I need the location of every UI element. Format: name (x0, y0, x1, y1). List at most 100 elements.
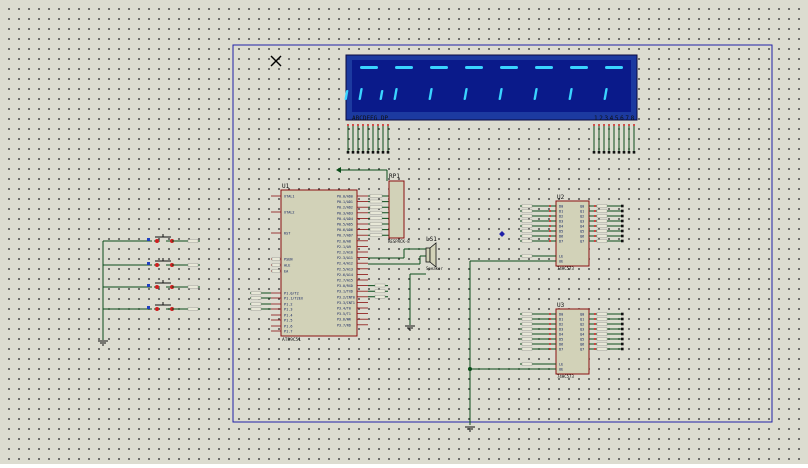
display-digit-segment (535, 66, 553, 69)
display-pin (608, 124, 610, 126)
latch-pin-label: D5 (559, 337, 563, 341)
latch-pin-dot (594, 240, 596, 242)
u1-pin-label: P3.3/INT1 (337, 301, 355, 305)
net-label-box (250, 296, 262, 300)
u1-pin-label: P3.5/T1 (337, 312, 351, 316)
display-pins (336, 124, 636, 181)
latch-pin-dot (594, 235, 596, 237)
u3-body (555, 308, 590, 375)
latch-output-terminal (621, 347, 624, 351)
resistor-pack-rp1[interactable]: RP1 RESPACK-8 (388, 173, 410, 244)
latch-u2[interactable]: U2 74HC573 (555, 194, 590, 271)
net-label-box (374, 283, 386, 288)
display-pin (377, 124, 379, 126)
latch-output-terminal (621, 239, 624, 243)
u1-pins: XTAL1XTAL2RSTPSENALEEAP1.0/T2P1.1/T2EXP1… (250, 194, 389, 334)
latch-pin-dot (594, 348, 596, 350)
display-pin-terminal (602, 151, 606, 154)
net-label-box (596, 209, 608, 213)
net-label-box (250, 302, 262, 306)
display-pin (382, 124, 384, 126)
latch-output-terminal (621, 317, 624, 321)
u3-ref: U3 (557, 302, 565, 309)
latch-u3[interactable]: U3 74HC573 (555, 302, 590, 379)
latch-pin-label: OE (559, 259, 563, 263)
latch-pin-dot (549, 215, 551, 217)
latch-pin-dot (594, 328, 596, 330)
latch-pin-label: Q3 (580, 219, 584, 223)
net-label-box (271, 257, 281, 261)
display-pin (593, 124, 595, 126)
net-label-box (250, 307, 262, 311)
seven-segment-display[interactable]: ABCDEFG DP 1 2 3 4 5 6 7 8 (344, 54, 638, 122)
net-label-box (369, 194, 383, 198)
latch-pin-dot (549, 338, 551, 340)
button-pin (155, 307, 159, 311)
display-digit-segment (395, 66, 413, 69)
latch-pin-label: D1 (559, 209, 563, 213)
net-label-box (521, 209, 533, 213)
u1-pin-label: P0.3/AD3 (337, 211, 353, 215)
display-digit-segment (463, 88, 468, 100)
display-label-right: 1 2 3 4 5 6 7 8 (594, 115, 635, 122)
u1-pin-label: P1.6 (284, 325, 292, 329)
rp1-ref: RP1 (389, 173, 400, 180)
display-pin-terminal (612, 151, 616, 154)
latch-pin-dot (549, 348, 551, 350)
latch-pin-label: Q3 (580, 327, 584, 331)
u1-pin-label: P1.4 (284, 314, 292, 318)
net-label-box (250, 291, 262, 295)
display-digit-segment (379, 90, 384, 100)
latch-pin-label: Q7 (580, 347, 584, 351)
u1-pin-label: P1.0/T2 (284, 292, 299, 296)
net-label-box (521, 362, 533, 366)
latch-output-terminal (621, 234, 624, 238)
latch-output-terminal (621, 224, 624, 228)
net-label-box (521, 254, 533, 258)
net-label-box (521, 224, 533, 228)
latch-pin-dot (549, 323, 551, 325)
display-digit-segment (360, 66, 378, 69)
u1-pin-label: P3.4/T0 (337, 307, 351, 311)
latch-output-terminal (621, 337, 624, 341)
net-label-box (521, 322, 533, 326)
display-digit-segment (533, 88, 538, 100)
display-digit-segment (465, 66, 483, 69)
net-label-box (596, 219, 608, 223)
u1-pin-label: P2.0/A8 (337, 239, 351, 243)
latch-output-terminal (621, 312, 624, 316)
latch-pin-label: Q5 (580, 337, 584, 341)
speaker-ls1[interactable]: LS1 Speaker (425, 236, 443, 271)
latch-output-terminal (621, 327, 624, 331)
latch-pin-dot (594, 210, 596, 212)
microcontroller-u1[interactable]: U1 AT89C51 (280, 183, 358, 343)
display-digit-segment (393, 88, 398, 100)
net-label-box (521, 204, 533, 208)
latch-pin-label: LE (559, 362, 563, 366)
u1-pin-label: P2.1/A9 (337, 245, 351, 249)
display-pin-terminal (607, 151, 611, 154)
net-label-box (521, 317, 533, 321)
latch-pin-label: Q1 (580, 209, 584, 213)
u1-pin-label: P1.2 (284, 303, 292, 307)
net-label-box (369, 199, 383, 204)
u1-pin-label: PSEN (284, 258, 292, 262)
latch-pin-label: Q1 (580, 317, 584, 321)
u1-pin-label: P2.3/A11 (337, 256, 353, 260)
ls1-ref: LS1 (426, 236, 437, 243)
u1-pin-label: P2.7/A15 (337, 279, 353, 283)
button-marker (147, 306, 150, 309)
latch-pin-label: D5 (559, 229, 563, 233)
net-label-box (521, 332, 533, 336)
latch-pin-label: Q0 (580, 204, 584, 208)
display-pin (367, 124, 369, 126)
u2-part: 74HC573 (557, 266, 574, 271)
latch-pin-dot (594, 318, 596, 320)
ls1-part: Speaker (426, 266, 443, 271)
latch-pin-dot (549, 205, 551, 207)
u1-pin-label: P1.5 (284, 319, 292, 323)
u1-part: AT89C51 (282, 337, 301, 343)
u1-ref: U1 (282, 183, 290, 190)
latch-output-terminal (621, 214, 624, 218)
